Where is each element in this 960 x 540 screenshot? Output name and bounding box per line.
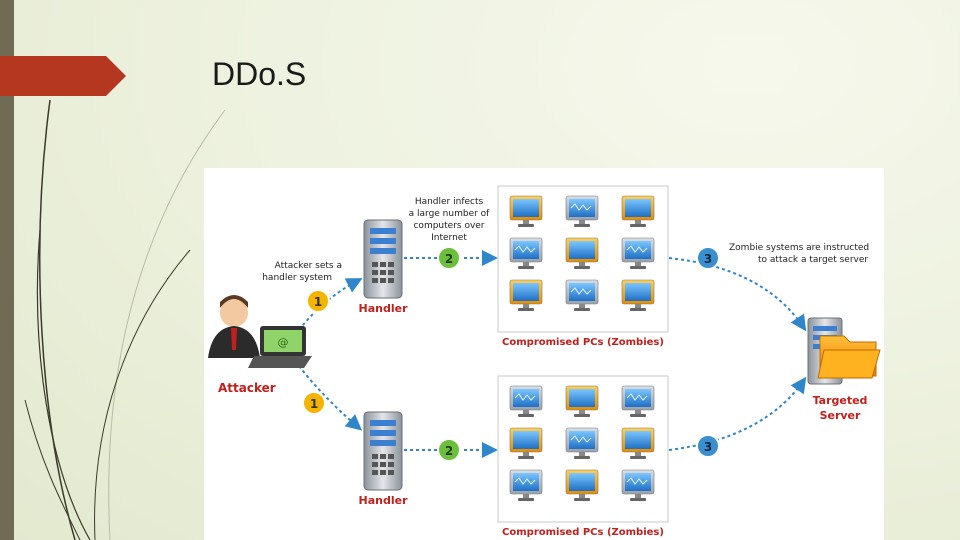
step-1-bottom-badge: 1 — [302, 391, 326, 415]
zombie-pc-icon — [509, 427, 543, 459]
handler-server-top — [363, 219, 403, 299]
zombie-note-line-2: to attack a target server — [758, 255, 868, 265]
svg-text:@: @ — [278, 336, 289, 349]
handler-server-bottom — [363, 411, 403, 491]
step-2-bottom-badge: 2 — [437, 438, 461, 462]
zombies-label-bottom: Compromised PCs (Zombies) — [502, 527, 664, 538]
zombie-pc-icon — [621, 195, 655, 227]
attacker-label: Attacker — [218, 381, 276, 395]
handler-note-line-4: Internet — [431, 233, 467, 243]
zombie-pcs-top — [509, 195, 655, 311]
handler-note-line-1: Handler infects — [415, 197, 484, 207]
attacker-figure: @ — [208, 295, 312, 368]
zombie-pc-icon — [621, 279, 655, 311]
handler-label-top: Handler — [359, 302, 409, 315]
step-3-bottom-badge: 3 — [696, 434, 720, 458]
zombie-pc-icon — [509, 385, 543, 417]
decorative-swooshes — [24, 99, 226, 540]
step-2-top-badge: 2 — [437, 246, 461, 270]
slide-title: DDo.S — [212, 56, 307, 92]
step-2-bottom-number: 2 — [445, 444, 453, 458]
zombie-pc-icon — [509, 469, 543, 501]
zombie-note-line-1: Zombie systems are instructed — [729, 243, 869, 253]
step-3-top-badge: 3 — [696, 246, 720, 270]
step-1-bottom-number: 1 — [310, 397, 318, 411]
zombie-pc-icon — [621, 427, 655, 459]
step-1-top-badge: 1 — [306, 289, 330, 313]
handler-note-line-3: computers over — [413, 221, 484, 231]
target-label-line-2: Server — [820, 409, 861, 422]
zombie-pc-icon — [565, 195, 599, 227]
zombie-pc-icon — [621, 469, 655, 501]
handler-label-bottom: Handler — [359, 494, 409, 507]
zombie-pc-icon — [565, 469, 599, 501]
zombie-pc-icon — [509, 195, 543, 227]
attacker-note-line-1: Attacker sets a — [275, 261, 342, 271]
targeted-server-icon — [807, 317, 881, 385]
zombie-pc-icon — [565, 279, 599, 311]
target-label-line-1: Targeted — [813, 394, 868, 407]
zombie-pc-icon — [565, 385, 599, 417]
step-3-top-number: 3 — [704, 252, 712, 266]
step-3-bottom-number: 3 — [704, 440, 712, 454]
step-2-top-number: 2 — [445, 252, 453, 266]
slide-left-band — [0, 0, 14, 540]
zombies-label-top: Compromised PCs (Zombies) — [502, 337, 664, 348]
ddos-diagram: @ Attacker Attacker sets a handler syste… — [204, 168, 884, 540]
zombie-pc-icon — [509, 279, 543, 311]
title-arrow-tab — [0, 56, 126, 96]
zombie-pcs-bottom — [509, 385, 655, 501]
step-1-top-number: 1 — [314, 295, 322, 309]
zombie-pc-icon — [565, 427, 599, 459]
handler-note-line-2: a large number of — [409, 209, 491, 219]
zombie-pc-icon — [509, 237, 543, 269]
zombie-pc-icon — [621, 237, 655, 269]
attacker-note-line-2: handler system — [262, 273, 332, 283]
zombie-pc-icon — [565, 237, 599, 269]
zombie-pc-icon — [621, 385, 655, 417]
